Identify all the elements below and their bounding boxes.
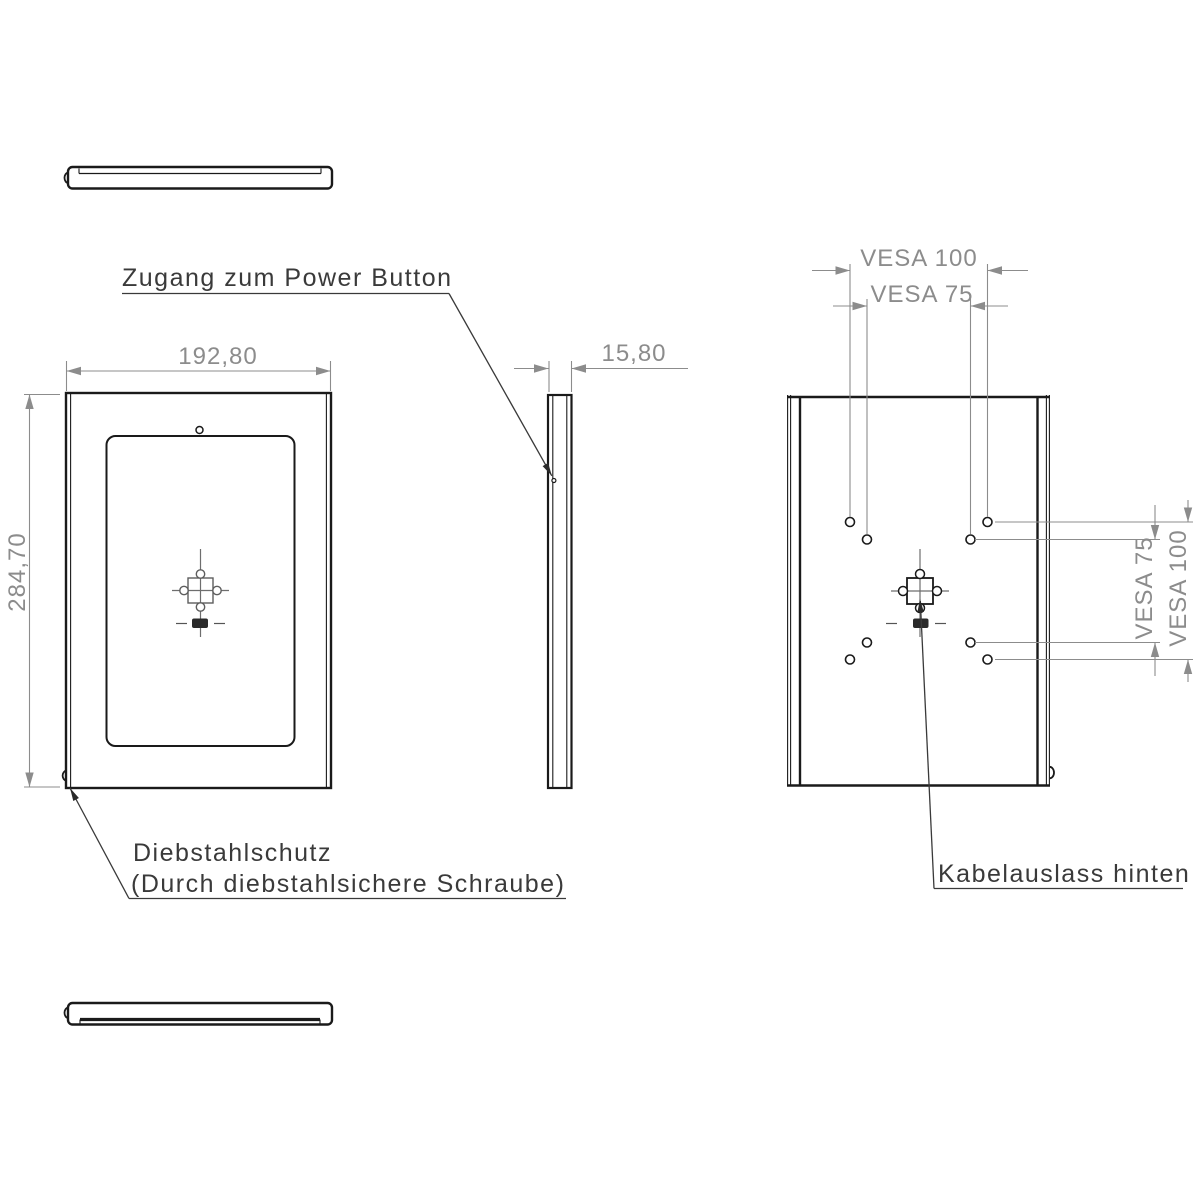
front-view xyxy=(61,391,333,790)
bottom-view xyxy=(63,1001,334,1026)
dim-vesa100-horizontal: VESA 100 xyxy=(812,245,1028,517)
power-button-label: Zugang zum Power Button xyxy=(122,264,453,292)
vesa75-hole-top-right xyxy=(965,534,976,545)
arrowhead-bottom-icon xyxy=(1150,642,1160,657)
dim-vesa75-vertical: VESA 75 xyxy=(975,505,1160,676)
vesa100-hole-top-right xyxy=(982,516,993,528)
label-theft-protection: Diebstahlschutz (Durch diebstahlsichere … xyxy=(69,787,566,900)
arrowhead-right-icon xyxy=(987,266,1002,275)
vesa100-hole-bottom-left xyxy=(844,654,856,665)
camera-hole xyxy=(195,425,204,435)
outlet-hole-left xyxy=(179,585,189,596)
dim-vesa100-h-value: VESA 100 xyxy=(860,245,977,272)
dim-vesa100-vertical: VESA 100 xyxy=(995,500,1193,682)
outlet-hole-right xyxy=(212,585,222,596)
vesa100-hole-bottom-right xyxy=(982,654,993,665)
theft-protection-label-line1: Diebstahlschutz xyxy=(133,839,332,867)
arrowhead-left-icon xyxy=(534,364,549,373)
power-button-hole xyxy=(551,477,557,484)
outlet-hole-top xyxy=(195,569,206,579)
dim-height-value: 284,70 xyxy=(4,532,31,611)
arrowhead-bottom-icon xyxy=(1183,659,1193,674)
arrowhead-left-icon xyxy=(835,266,850,275)
side-view xyxy=(546,393,573,790)
cable-outlet-label: Kabelauslass hinten xyxy=(938,860,1190,888)
dim-depth-value: 15,80 xyxy=(601,340,666,367)
enclosure-side-outline xyxy=(546,393,573,790)
leader-arrowhead-icon xyxy=(542,462,552,476)
arrowhead-top-icon xyxy=(25,394,34,409)
leader-line xyxy=(919,600,935,889)
arrowhead-right-icon xyxy=(970,301,985,311)
top-view xyxy=(63,165,334,190)
label-cable-outlet: Kabelauslass hinten xyxy=(917,599,1190,890)
arrowhead-left-icon xyxy=(66,366,81,376)
leader-arrowhead-icon xyxy=(917,599,924,613)
dim-width-value: 192,80 xyxy=(178,343,257,370)
enclosure-top-profile xyxy=(66,165,334,190)
dim-vesa75-h-value: VESA 75 xyxy=(870,281,973,308)
security-screw-back-icon xyxy=(1049,765,1055,780)
arrowhead-top-icon xyxy=(1150,525,1160,540)
section-marker-icon xyxy=(192,618,208,628)
arrowhead-top-icon xyxy=(1183,507,1193,522)
dim-depth: 15,80 xyxy=(514,340,688,392)
arrowhead-right-icon xyxy=(316,366,331,376)
dim-width: 192,80 xyxy=(65,343,332,391)
dim-vesa75-horizontal: VESA 75 xyxy=(833,281,1008,534)
leader-line xyxy=(448,293,553,477)
arrowhead-left-icon xyxy=(852,301,867,311)
dim-height: 284,70 xyxy=(4,393,60,788)
leader-arrowhead-icon xyxy=(70,788,79,801)
outlet-hole-bottom xyxy=(195,602,206,612)
arrowhead-bottom-icon xyxy=(25,772,34,787)
arrowhead-right-icon xyxy=(571,364,586,373)
dim-vesa100-v-value: VESA 100 xyxy=(1165,529,1192,646)
dim-vesa75-v-value: VESA 75 xyxy=(1131,536,1158,639)
vesa75-hole-bottom-right xyxy=(965,637,976,648)
back-outlet-hole-right xyxy=(931,585,943,597)
vesa75-hole-bottom-left xyxy=(861,637,873,648)
enclosure-bottom-profile xyxy=(66,1001,334,1026)
back-outlet-hole-top xyxy=(914,568,926,580)
theft-protection-label-line2: (Durch diebstahlsichere Schraube) xyxy=(131,870,565,898)
vesa75-hole-top-left xyxy=(861,534,873,545)
vesa100-hole-top-left xyxy=(844,516,856,528)
leader-line xyxy=(69,787,130,899)
back-outlet-hole-left xyxy=(897,585,909,597)
back-view xyxy=(787,395,1055,787)
label-power-button: Zugang zum Power Button xyxy=(122,264,553,477)
